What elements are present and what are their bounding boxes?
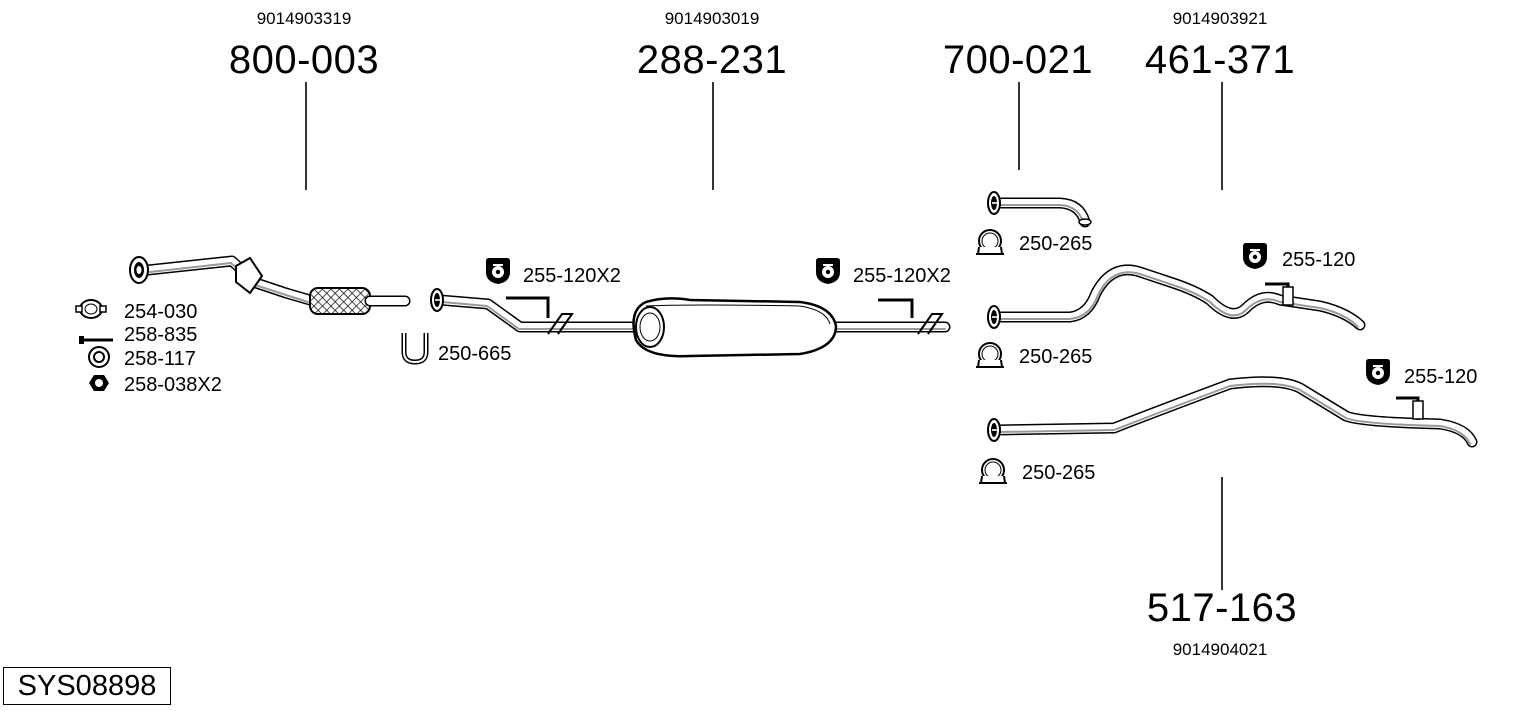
- diagram-code-label: SYS08898: [3, 667, 171, 705]
- accessory-label-250-265-b[interactable]: 250-265: [1019, 346, 1093, 368]
- part-number-461-371[interactable]: 461-371: [1144, 38, 1296, 82]
- accessory-label-254-030[interactable]: 254-030: [124, 301, 198, 323]
- accessory-label-255-120x2-right[interactable]: 255-120X2: [853, 265, 951, 287]
- pipe-clamp-icon: [75, 299, 107, 319]
- accessory-label-255-120x2-left[interactable]: 255-120X2: [523, 265, 621, 287]
- part-number-800-003[interactable]: 800-003: [228, 38, 380, 82]
- bolt-icon: [79, 336, 113, 344]
- pipe-clamp-icon: [975, 229, 1005, 255]
- accessory-label-250-265-c[interactable]: 250-265: [1022, 462, 1096, 484]
- pipe-700-021: [987, 191, 1092, 228]
- pipe-clamp-icon: [975, 342, 1005, 368]
- rubber-mount-icon: [1365, 358, 1391, 386]
- oe-number-517-163: 9014904021: [1172, 640, 1268, 659]
- accessory-label-255-120-b[interactable]: 255-120: [1404, 366, 1478, 388]
- sealing-ring-icon: [88, 346, 110, 368]
- oe-number-461-371: 9014903921: [1172, 9, 1268, 28]
- accessory-label-258-117[interactable]: 258-117: [124, 348, 196, 370]
- accessory-label-258-835[interactable]: 258-835: [124, 324, 198, 346]
- rear-pipe-461-371: [987, 264, 1366, 331]
- rubber-mount-icon: [815, 257, 841, 285]
- oe-number-800-003: 9014903319: [256, 9, 352, 28]
- u-bolt-icon: [401, 333, 429, 365]
- rubber-mount-icon: [1242, 242, 1268, 270]
- accessory-label-258-038x2[interactable]: 258-038X2: [124, 374, 222, 396]
- front-pipe-800-003: [129, 255, 411, 315]
- rear-pipe-517-163: [987, 376, 1478, 448]
- nut-icon: [89, 375, 109, 391]
- part-number-517-163[interactable]: 517-163: [1146, 586, 1298, 630]
- accessory-label-250-265-a[interactable]: 250-265: [1019, 233, 1093, 255]
- accessory-label-250-665[interactable]: 250-665: [438, 343, 512, 365]
- rubber-mount-icon: [485, 257, 511, 285]
- middle-silencer-288-231: [430, 288, 951, 358]
- accessory-label-255-120-a[interactable]: 255-120: [1282, 249, 1356, 271]
- pipe-clamp-icon: [978, 458, 1008, 484]
- part-number-288-231[interactable]: 288-231: [636, 38, 788, 82]
- part-number-700-021[interactable]: 700-021: [942, 38, 1094, 82]
- oe-number-288-231: 9014903019: [664, 9, 760, 28]
